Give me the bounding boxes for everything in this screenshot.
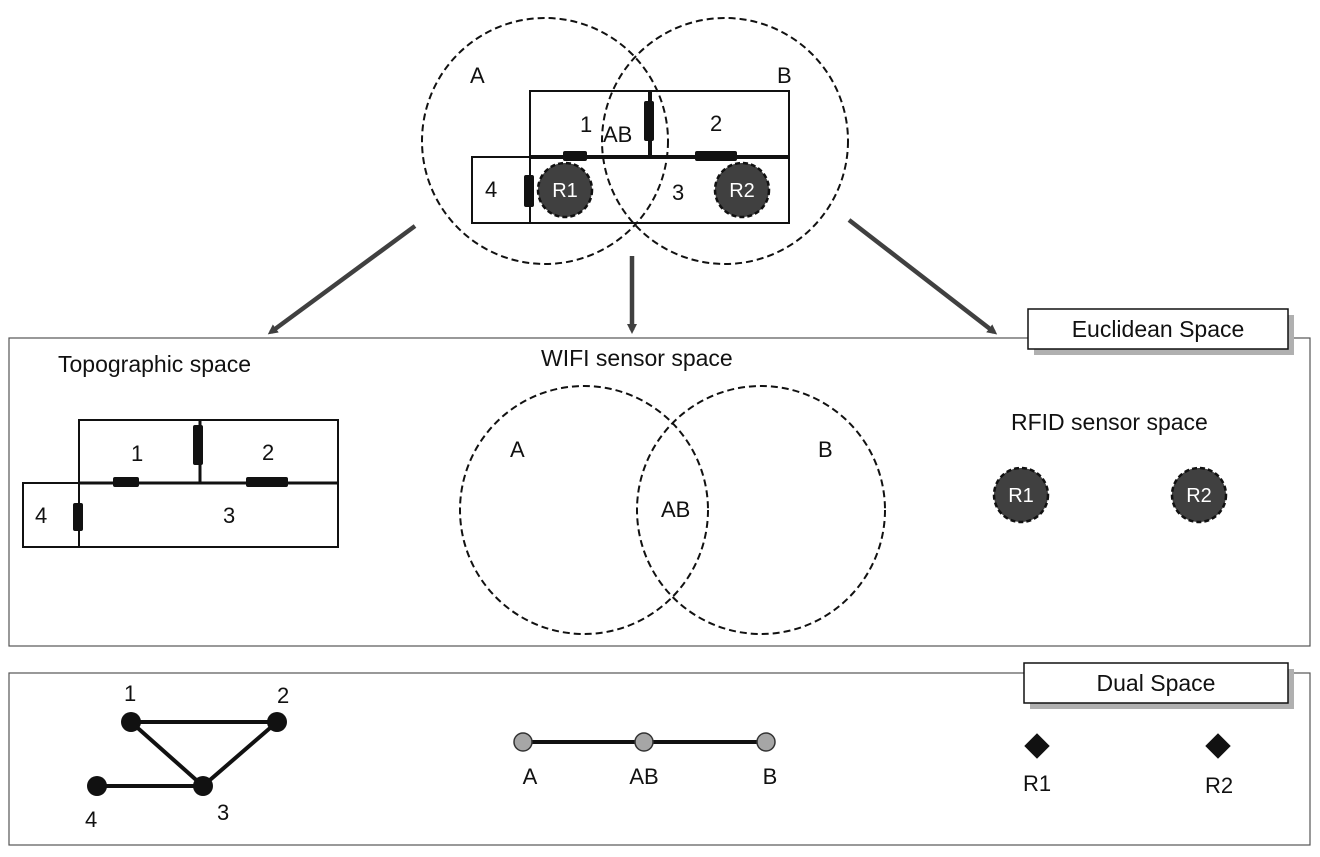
wifi-node-ab — [634, 732, 654, 752]
top-room-label-4: 4 — [485, 177, 497, 202]
topo-room-label-2: 2 — [262, 440, 274, 465]
euclidean-badge-label: Euclidean Space — [1072, 316, 1245, 342]
top-rfid-r2-label: R2 — [729, 180, 755, 202]
top-label-ab: AB — [603, 122, 632, 147]
wifi-node-a — [513, 732, 533, 752]
top-label-b: B — [777, 63, 792, 88]
top-rfid-r2-circle — [713, 161, 771, 219]
topo-door-4-3 — [73, 503, 83, 531]
rfid-r2-label: R2 — [1186, 485, 1212, 507]
wifi-circle-b — [636, 385, 886, 635]
wifi-title: WIFI sensor space — [541, 345, 733, 371]
top-room-label-1: 1 — [580, 112, 592, 137]
node-label-3: 3 — [217, 800, 229, 825]
top-rfid-r1-label: R1 — [552, 180, 578, 202]
wifi-dual-graph: A AB B — [513, 732, 778, 789]
top-rfid-r1-circle — [536, 161, 594, 219]
rfid-title: RFID sensor space — [1011, 409, 1208, 435]
node-4 — [87, 776, 107, 796]
rfid-r1-label: R1 — [1008, 485, 1034, 507]
topo-door-1-2 — [193, 425, 203, 465]
topo-dual-graph: 1 2 3 4 — [85, 681, 289, 832]
wifi-label-a: A — [510, 437, 525, 462]
topo-room-label-4: 4 — [35, 503, 47, 528]
rfid-node-label-r2: R2 — [1205, 773, 1233, 798]
top-label-a: A — [470, 63, 485, 88]
node-1 — [121, 712, 141, 732]
top-rfid-r2: R2 — [713, 161, 771, 219]
wifi-node-label-b: B — [763, 764, 778, 789]
node-label-4: 4 — [85, 807, 97, 832]
rfid-r1: R1 — [992, 466, 1050, 524]
top-door-2-3 — [695, 151, 737, 161]
topo-door-1-3 — [113, 477, 139, 487]
top-wifi-circle-b — [601, 17, 849, 265]
topographic-title: Topographic space — [58, 351, 251, 377]
top-door-1-2 — [644, 101, 654, 141]
dual-badge-box — [1023, 662, 1289, 704]
dual-badge: Dual Space — [1023, 662, 1294, 709]
arrow-to-topographic — [267, 224, 417, 335]
top-rfid-r1: R1 — [536, 161, 594, 219]
euclidean-badge-box — [1027, 308, 1289, 350]
top-wifi-circle-a — [421, 17, 669, 265]
top-room-label-2: 2 — [710, 111, 722, 136]
euclidean-panel: Euclidean Space Topographic space 1 2 3 … — [8, 308, 1311, 647]
node-label-1: 1 — [124, 681, 136, 706]
wifi-label-b: B — [818, 437, 833, 462]
wifi-circle-a — [459, 385, 709, 635]
top-door-4-3 — [524, 175, 534, 207]
edge-1-3 — [129, 720, 205, 788]
top-room-label-3: 3 — [672, 180, 684, 205]
wifi-node-label-ab: AB — [629, 764, 658, 789]
wifi-node-label-a: A — [523, 764, 538, 789]
rfid-r2: R2 — [1170, 466, 1228, 524]
rfid-node-label-r1: R1 — [1023, 771, 1051, 796]
arrow-to-rfid — [847, 218, 998, 335]
top-door-1-3 — [563, 151, 587, 161]
node-label-2: 2 — [277, 683, 289, 708]
top-floorplan — [471, 90, 790, 224]
topo-room-label-3: 3 — [223, 503, 235, 528]
topo-room-label-1: 1 — [131, 441, 143, 466]
topographic-floorplan — [22, 419, 339, 548]
euclidean-panel-frame — [8, 337, 1311, 647]
rfid-r2-circle — [1170, 466, 1228, 524]
topo-door-2-3 — [246, 477, 288, 487]
node-3 — [193, 776, 213, 796]
wifi-label-ab: AB — [661, 497, 690, 522]
wifi-node-b — [756, 732, 776, 752]
node-2 — [267, 712, 287, 732]
edge-2-3 — [201, 720, 279, 788]
dual-panel: Dual Space 1 2 3 4 A AB B — [8, 662, 1311, 846]
euclidean-badge: Euclidean Space — [1027, 308, 1294, 355]
top-scene: R1 R2 A B 1 AB 2 3 4 — [421, 17, 849, 265]
rfid-r1-circle — [992, 466, 1050, 524]
dual-badge-label: Dual Space — [1097, 670, 1216, 696]
